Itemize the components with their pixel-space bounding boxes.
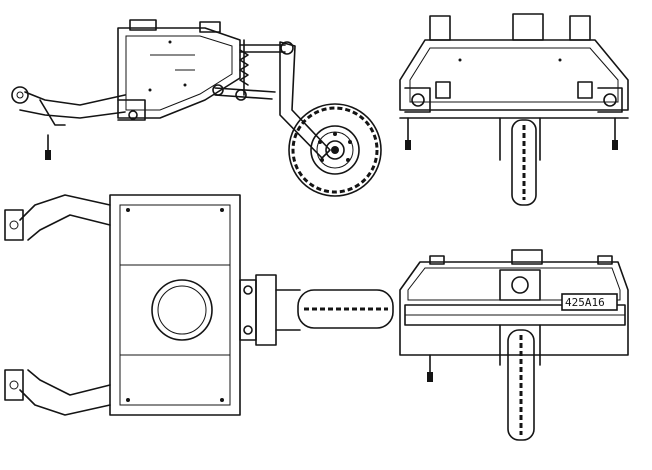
side-view xyxy=(11,19,382,197)
side-wheel-tire xyxy=(288,103,382,197)
plan-trail-lower xyxy=(19,369,111,416)
side-trail-arm xyxy=(19,91,126,119)
plan-trail-upper xyxy=(19,194,111,241)
plan-turntable xyxy=(151,279,213,341)
side-strut xyxy=(279,41,331,159)
front-body-trapezoid xyxy=(399,39,629,111)
plate-label: 425А16 xyxy=(565,296,605,309)
plan-view xyxy=(4,194,394,416)
front-view xyxy=(399,13,629,206)
plan-platform xyxy=(109,194,241,416)
side-body-panel xyxy=(125,35,233,111)
plan-wheel xyxy=(297,289,394,329)
side-body xyxy=(117,27,241,119)
rear-view: 425А16 xyxy=(399,249,629,441)
front-wheel xyxy=(511,119,537,206)
rear-wheel xyxy=(507,329,535,441)
rear-body xyxy=(399,261,629,356)
